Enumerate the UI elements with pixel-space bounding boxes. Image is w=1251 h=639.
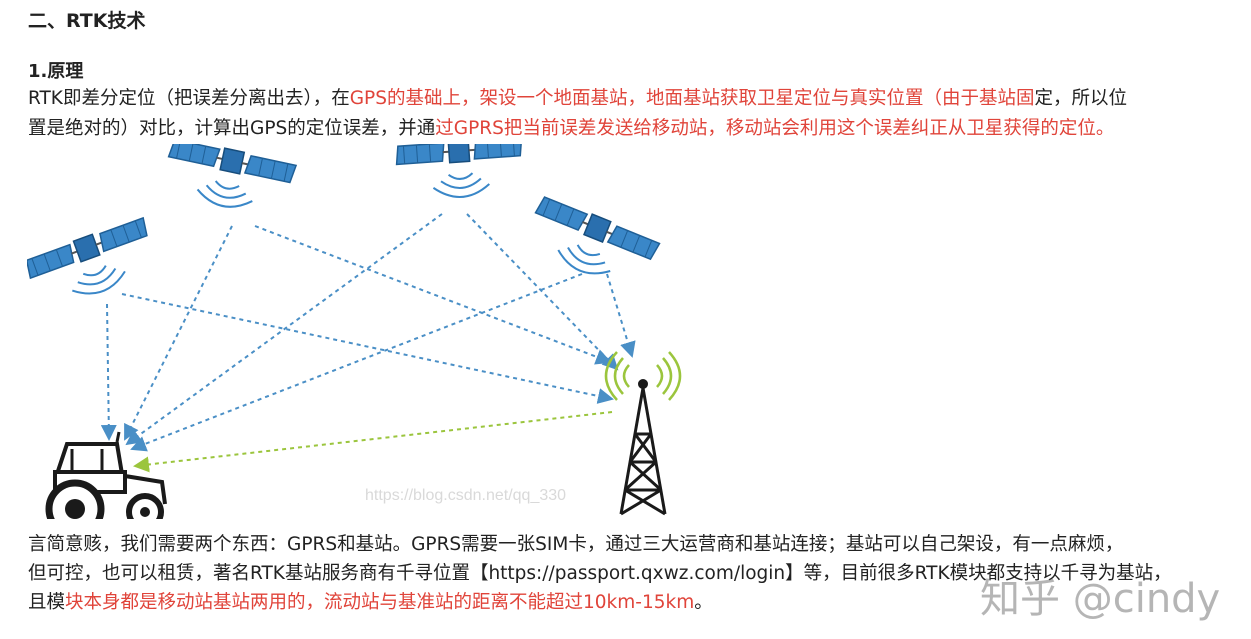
paragraph-1-line-2: 置是绝对的）对比，计算出GPS的定位误差，并通过GPRS把当前误差发送给移动站，… bbox=[28, 114, 1114, 144]
text-run: 定，所以位 bbox=[1034, 88, 1127, 109]
base-station-tower-icon bbox=[604, 351, 682, 516]
tractor-icon bbox=[45, 431, 167, 519]
satellite-icon bbox=[159, 144, 298, 221]
rtk-diagram: https://blog.csdn.net/qq_330 bbox=[27, 144, 682, 519]
satellite-icon bbox=[394, 144, 527, 203]
text-run: 但可控，也可以租赁，著名RTK基站服务商有千寻位置【https://passpo… bbox=[28, 563, 1172, 584]
zhihu-watermark: 知乎 @cindy bbox=[980, 576, 1221, 622]
text-run: RTK即差分定位（把误差分离出去），在 bbox=[28, 88, 350, 109]
paragraph-2-line-2: 但可控，也可以租赁，著名RTK基站服务商有千寻位置【https://passpo… bbox=[28, 559, 1172, 589]
text-run-highlight: 过GPRS把当前误差发送给移动站，移动站会利用这个误差纠正从卫星获得的定位。 bbox=[435, 118, 1115, 139]
figure-watermark: https://blog.csdn.net/qq_330 bbox=[365, 487, 566, 504]
text-run-highlight: 块本身都是移动站基站两用的，流动站与基准站的距离不能超过10km-15km bbox=[65, 592, 695, 613]
subsection-heading: 1.原理 bbox=[28, 61, 84, 82]
section-heading: 二、RTK技术 bbox=[28, 10, 146, 32]
paragraph-2-line-1: 言简意赅，我们需要两个东西：GPRS和基站。GPRS需要一张SIM卡，通过三大运… bbox=[28, 530, 1123, 560]
text-run: 且模 bbox=[28, 592, 66, 613]
paragraph-2-line-3: 且模块本身都是移动站基站两用的，流动站与基准站的距离不能超过10km-15km。 bbox=[28, 588, 713, 618]
paragraph-1-line-1: RTK即差分定位（把误差分离出去），在GPS的基础上，架设一个地面基站，地面基站… bbox=[28, 84, 1127, 114]
text-run-highlight: GPS的基础上，架设一个地面基站，地面基站获取卫星定位与真实位置（由于基站固 bbox=[349, 88, 1035, 109]
text-run: 言简意赅，我们需要两个东西：GPRS和基站。GPRS需要一张SIM卡，通过三大运… bbox=[28, 534, 1124, 555]
text-run: 置是绝对的）对比，计算出GPS的定位误差，并通 bbox=[28, 118, 436, 139]
text-run: 。 bbox=[694, 592, 713, 613]
satellite-icon bbox=[520, 193, 662, 296]
satellite-icon bbox=[27, 215, 163, 314]
